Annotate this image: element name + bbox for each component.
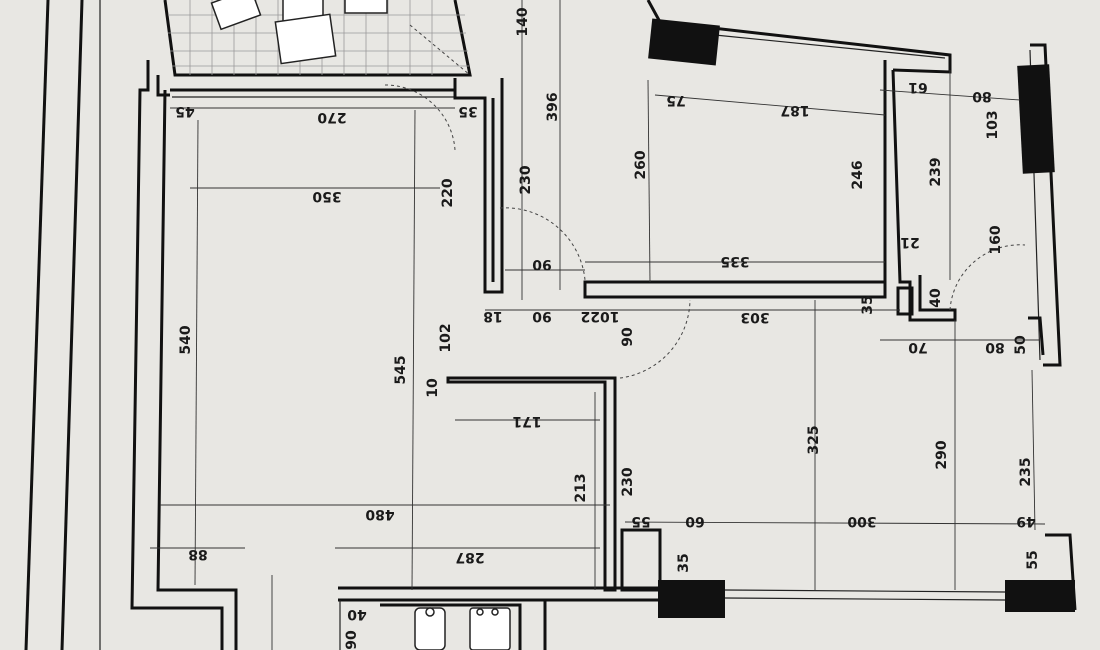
dim-45: 45 — [175, 103, 194, 119]
dim-70: 70 — [908, 339, 928, 355]
dim-300: 300 — [847, 513, 876, 529]
dim-35-bottom: 35 — [676, 553, 692, 572]
dim-290: 290 — [934, 440, 950, 469]
door-swings — [384, 84, 1026, 379]
walls — [130, 0, 1077, 650]
solid-wall-blocks — [648, 18, 1075, 618]
dim-480: 480 — [365, 506, 394, 522]
dim-55-right: 55 — [1025, 550, 1041, 569]
dim-49: 49 — [1016, 513, 1035, 529]
dim-230-kitchen: 230 — [620, 467, 636, 496]
dim-545: 545 — [393, 355, 409, 384]
dim-246: 246 — [850, 160, 866, 189]
dim-540: 540 — [178, 325, 194, 354]
dim-230-top: 230 — [518, 165, 534, 194]
dim-90-bath: 90 — [344, 630, 360, 650]
dim-102: 102 — [438, 323, 454, 352]
dim-35-bedroom: 35 — [860, 295, 876, 314]
dim-80-hall: 80 — [985, 339, 1005, 355]
dim-396: 396 — [545, 92, 561, 121]
dim-1022: 1022 — [581, 308, 620, 324]
dim-260: 260 — [633, 150, 649, 179]
dim-18: 18 — [483, 308, 502, 324]
dim-55-top: 55 — [631, 513, 650, 529]
dim-325: 325 — [806, 425, 822, 454]
dim-220: 220 — [440, 178, 456, 207]
dim-90-kitchen: 90 — [620, 327, 636, 347]
dimension-lines — [150, 0, 1046, 650]
dim-160: 160 — [988, 225, 1004, 254]
dim-335: 335 — [720, 253, 749, 269]
dim-21: 21 — [900, 234, 919, 250]
dim-171: 171 — [512, 413, 541, 429]
dim-50: 50 — [1013, 335, 1029, 355]
dim-239: 239 — [928, 157, 944, 186]
dim-287: 287 — [455, 549, 484, 565]
dim-88: 88 — [188, 546, 207, 562]
dimension-labels: 45 270 35 350 140 396 230 220 90 260 75 … — [175, 7, 1041, 650]
dim-140: 140 — [515, 7, 531, 36]
dim-270: 270 — [317, 109, 346, 125]
bathroom-fixtures — [414, 607, 511, 650]
dim-80-top: 80 — [972, 88, 992, 104]
sheet-border-lines — [24, 0, 101, 650]
dim-350: 350 — [312, 188, 341, 204]
dim-10: 10 — [425, 378, 441, 398]
dim-90-mid: 90 — [532, 308, 552, 324]
dim-235: 235 — [1018, 457, 1034, 486]
terrace-furniture — [210, 0, 388, 65]
dim-103: 103 — [985, 110, 1001, 139]
dim-40-bath: 40 — [347, 606, 367, 622]
dim-75: 75 — [666, 92, 685, 108]
dim-213: 213 — [573, 473, 589, 502]
dim-60: 60 — [685, 513, 705, 529]
dim-61: 61 — [908, 79, 927, 95]
dim-303: 303 — [740, 309, 769, 325]
dim-35-top: 35 — [458, 103, 477, 119]
dim-90-door: 90 — [532, 256, 552, 272]
dim-40-hall: 40 — [928, 288, 944, 308]
terrace — [163, 0, 472, 77]
dim-187: 187 — [780, 102, 809, 118]
